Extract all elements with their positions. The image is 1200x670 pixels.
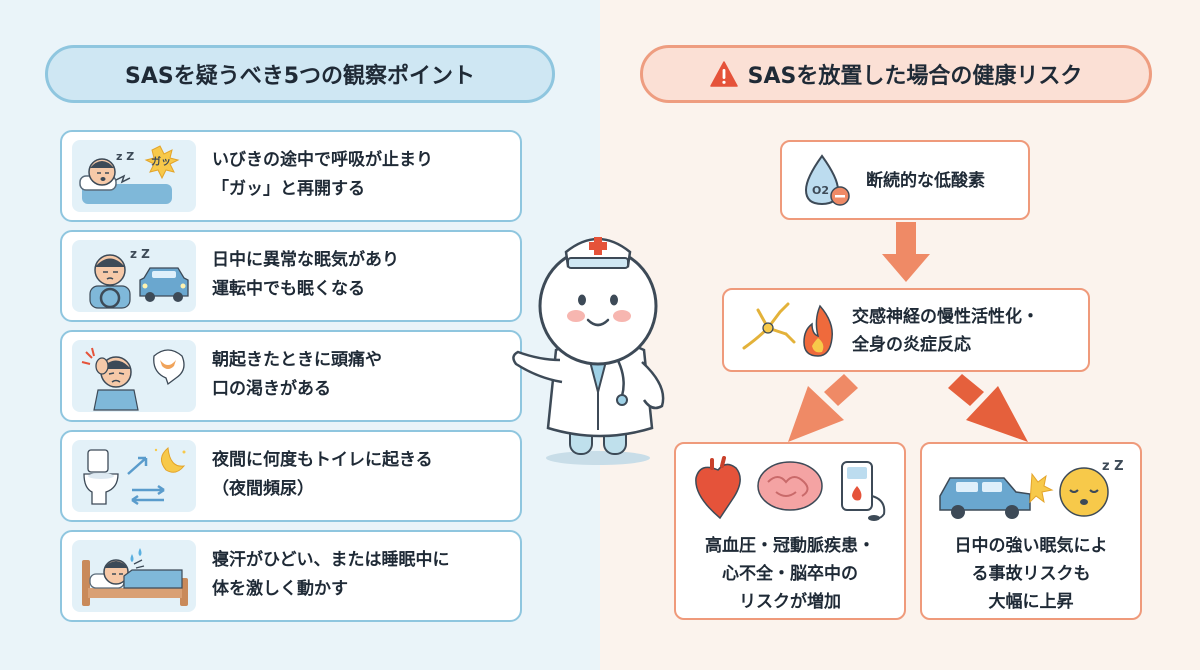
observation-card-4: 夜間に何度もトイレに起きる （夜間頻尿） (60, 430, 522, 522)
oxygen-drop-icon: O2 (804, 154, 850, 206)
sympathetic-line-2: 全身の炎症反応 (852, 335, 971, 355)
zz-text: z Z (116, 150, 134, 163)
zz-text: z Z (1102, 459, 1124, 474)
accident-line-3: 大幅に上昇 (988, 592, 1074, 612)
heart-brain-bp-icon (695, 456, 886, 521)
card-5-line-2: 体を激しく動かす (212, 579, 348, 599)
card-4-line-2: （夜間頻尿） (212, 479, 314, 499)
car-crash-sleepy-icon: z Z (939, 459, 1124, 519)
left-panel-title: SASを疑うべき5つの観察ポイント (45, 45, 555, 103)
observation-card-3: 朝起きたときに頭痛や 口の渇きがある (60, 330, 522, 422)
accident-line-1: 日中の強い眠気によ (954, 536, 1108, 556)
headache-dry-mouth-icon (72, 340, 196, 412)
card-5-line-1: 寝汗がひどい、または睡眠中に (212, 550, 450, 570)
card-3-line-1: 朝起きたときに頭痛や (212, 350, 382, 370)
hypoxia-text: 断続的な低酸素 (866, 171, 985, 191)
risk-step-hypoxia: O2 断続的な低酸素 (780, 140, 1030, 220)
risk-outcome-cardiovascular: 高血圧・冠動脈疾患・ 心不全・脳卒中の リスクが増加 (674, 442, 906, 620)
toilet-moon-icon (72, 440, 196, 512)
zz-text: z Z (130, 247, 150, 261)
card-4-line-1: 夜間に何度もトイレに起きる (212, 450, 433, 470)
observation-card-5: 寝汗がひどい、または睡眠中に 体を激しく動かす (60, 530, 522, 622)
left-title-text: SASを疑うべき5つの観察ポイント (124, 64, 476, 89)
observation-card-2: z Z 日中に異常な眠気があり 運転中でも眠くなる (60, 230, 522, 322)
cardio-line-3: リスクが増加 (739, 592, 841, 612)
gah-badge-text: ガッ (151, 155, 171, 168)
o2-label: O2 (812, 184, 829, 197)
sympathetic-line-1: 交感神経の慢性活性化・ (852, 307, 1039, 327)
risk-outcome-accident: z Z 日中の強い眠気によ る事故リスクも 大幅に上昇 (920, 442, 1142, 620)
right-panel-title: SASを放置した場合の健康リスク (640, 45, 1152, 103)
warning-icon (709, 61, 738, 87)
sweating-sleeper-icon (72, 540, 196, 612)
accident-line-2: る事故リスクも (971, 564, 1091, 584)
card-2-line-1: 日中に異常な眠気があり (212, 250, 399, 270)
right-title-text: SASを放置した場合の健康リスク (747, 64, 1083, 89)
card-1-line-2: 「ガッ」と再開する (212, 179, 365, 199)
nerve-fire-icon (742, 302, 833, 357)
risk-step-sympathetic: 交感神経の慢性活性化・ 全身の炎症反応 (722, 288, 1090, 372)
sleepy-driver-icon: z Z (72, 240, 196, 312)
card-3-line-2: 口の渇きがある (212, 379, 331, 399)
card-2-line-2: 運転中でも眠くなる (212, 279, 365, 299)
cardio-line-2: 心不全・脳卒中の (722, 564, 858, 584)
cardio-line-1: 高血圧・冠動脈疾患・ (705, 536, 875, 556)
observation-card-1: z Z ガッ いびきの途中で呼吸が止まり 「ガッ」と再開する (60, 130, 522, 222)
card-1-line-1: いびきの途中で呼吸が止まり (212, 150, 433, 170)
snoring-sleeper-icon: z Z ガッ (72, 140, 196, 212)
